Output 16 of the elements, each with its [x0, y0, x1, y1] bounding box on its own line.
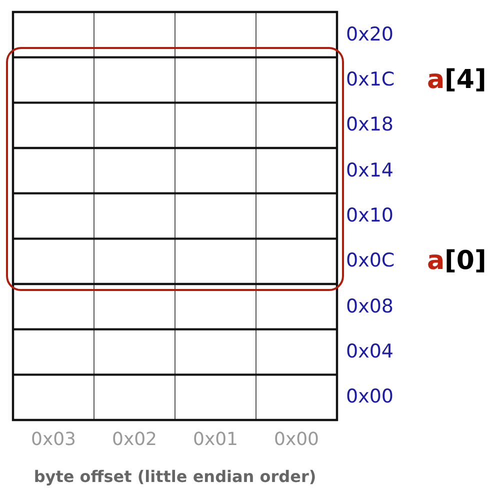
byte-offset-label: 0x01 [193, 431, 238, 449]
byte-offset-label: 0x00 [274, 431, 319, 449]
address-label: 0x18 [346, 116, 394, 135]
address-label: 0x0C [346, 252, 395, 271]
address-label: 0x20 [346, 25, 394, 44]
address-label: 0x00 [346, 388, 394, 407]
address-label: 0x1C [346, 70, 395, 90]
axis-caption: byte offset (little endian order) [34, 469, 316, 485]
address-label: 0x04 [346, 342, 394, 362]
array-element-label: a[0] [427, 248, 486, 274]
address-label: 0x10 [346, 206, 394, 226]
byte-offset-label: 0x03 [31, 431, 76, 449]
array-element-label: a[4] [427, 67, 486, 93]
byte-offset-label: 0x02 [112, 431, 157, 449]
address-label: 0x14 [346, 161, 394, 180]
address-label: 0x08 [346, 297, 394, 316]
